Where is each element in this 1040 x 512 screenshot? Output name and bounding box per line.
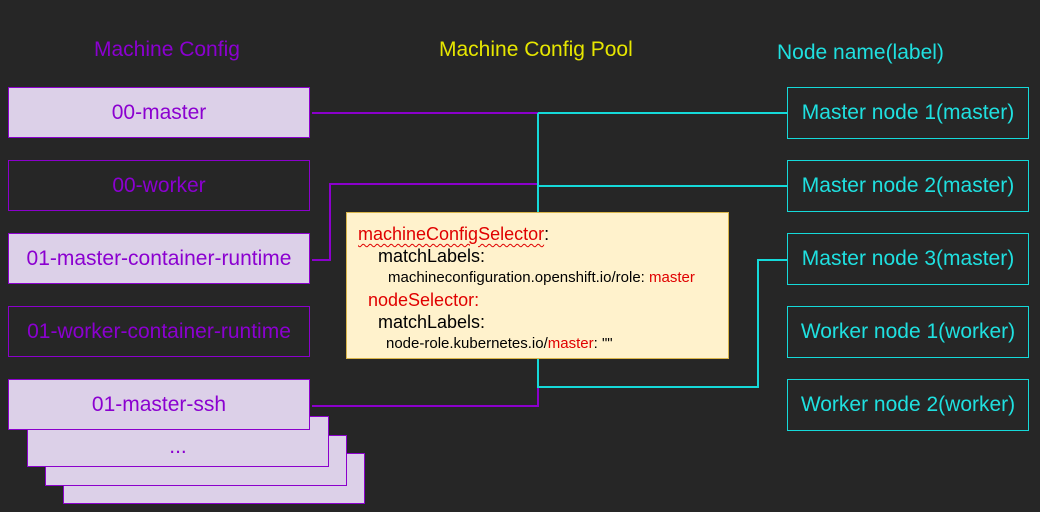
more-indicator: ... (169, 435, 187, 458)
machine-config-01-master-ssh: 01-master-ssh (8, 379, 310, 430)
pool-label-line-1: machineconfiguration.openshift.io/role: … (358, 267, 728, 289)
connector-master-node-3 (537, 259, 787, 388)
machine-config-header: Machine Config (94, 38, 240, 61)
label-value-2: : "" (593, 335, 613, 352)
label-value-1: master (649, 269, 695, 286)
connector-01-master-ssh (312, 360, 539, 407)
machine-config-pool-box: machineConfigSelector: matchLabels: mach… (346, 212, 729, 359)
node-name-header: Node name(label) (777, 41, 944, 64)
node-master-3: Master node 3(master) (787, 233, 1029, 285)
node-master-2: Master node 2(master) (787, 160, 1029, 212)
machine-config-selector-key: machineConfigSelector (358, 224, 545, 244)
machine-config-00-master: 00-master (8, 87, 310, 138)
connector-01-master-container-runtime (312, 183, 538, 261)
label-key-2-role: master (547, 335, 594, 352)
machine-config-01-worker-container-runtime: 01-worker-container-runtime (8, 306, 310, 357)
machine-config-00-worker: 00-worker (8, 160, 310, 211)
machine-config-pool-header: Machine Config Pool (439, 38, 633, 61)
match-labels-1: matchLabels: (378, 246, 486, 266)
match-labels-2: matchLabels: (378, 312, 486, 332)
node-worker-2: Worker node 2(worker) (787, 379, 1029, 431)
pool-label-line-2: node-role.kubernetes.io/master: "" (358, 333, 728, 355)
machine-config-01-master-container-runtime: 01-master-container-runtime (8, 233, 310, 284)
node-selector-key: nodeSelector: (368, 290, 480, 310)
node-worker-1: Worker node 1(worker) (787, 306, 1029, 358)
node-master-1: Master node 1(master) (787, 87, 1029, 139)
label-key-2-prefix: node-role.kubernetes.io/ (386, 335, 548, 352)
selector-colon: : (544, 224, 550, 244)
label-key-1: machineconfiguration.openshift.io/role: (388, 269, 649, 286)
pool-selector-line: machineConfigSelector: (358, 223, 728, 245)
